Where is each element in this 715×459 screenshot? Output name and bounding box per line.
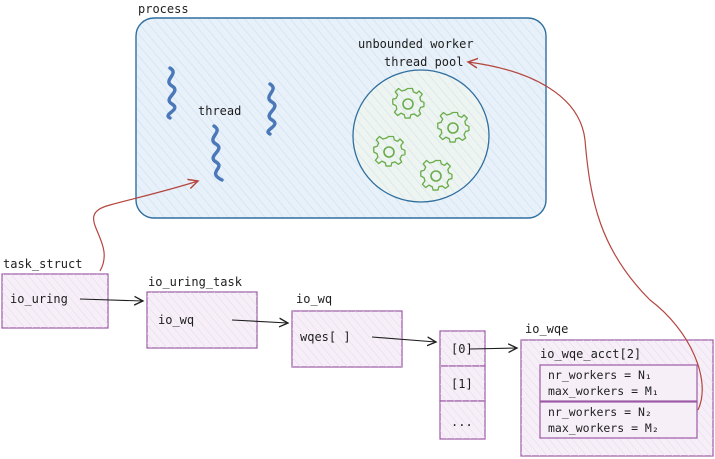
io-wq-title: io_wq	[296, 292, 332, 306]
arrow-wqe0-to-io-wqe	[469, 348, 517, 349]
thread-icon	[166, 66, 177, 120]
wqes-item-ellipsis: ...	[451, 415, 473, 429]
process-label: process	[138, 2, 189, 16]
io-wq-field: wqes[ ]	[300, 330, 351, 344]
arrow-io-uring-to-io-uring-task	[79, 299, 143, 301]
arrow-wqes-to-array	[371, 337, 436, 342]
io-wq-box	[291, 310, 403, 368]
thread-icon	[211, 124, 224, 182]
acct-1-box	[539, 401, 698, 439]
acct-1-nr-workers: nr_workers = N₂	[548, 405, 652, 419]
acct-1-max-workers: max_workers = M₂	[548, 421, 659, 435]
io-wqe-title: io_wqe	[525, 322, 568, 336]
io-wqe-acct-label: io_wqe_acct[2]	[540, 347, 641, 361]
thread-icon	[266, 82, 277, 136]
acct-0-nr-workers: nr_workers = N₁	[548, 368, 652, 382]
thread-pool	[352, 69, 490, 203]
pool-label-line1: unbounded worker	[358, 37, 474, 51]
thread-label: thread	[198, 104, 241, 118]
task-struct-box	[1, 273, 109, 329]
io-uring-task-title: io_uring_task	[148, 275, 243, 289]
task-struct-title: task_struct	[3, 257, 82, 271]
wqes-item-1: [1]	[451, 377, 473, 391]
arrow-acct-to-thread-pool	[468, 62, 703, 411]
acct-0-max-workers: max_workers = M₁	[548, 384, 659, 398]
wqes-item-0: [0]	[451, 342, 473, 356]
pool-label-line2: thread pool	[384, 55, 463, 69]
task-struct-field: io_uring	[10, 292, 68, 306]
arrow-task-struct-to-thread	[93, 181, 198, 272]
io-uring-task-field: io_wq	[158, 313, 194, 327]
arrow-io-wq-to-io-wq	[231, 320, 288, 323]
acct-0-box	[539, 364, 698, 402]
